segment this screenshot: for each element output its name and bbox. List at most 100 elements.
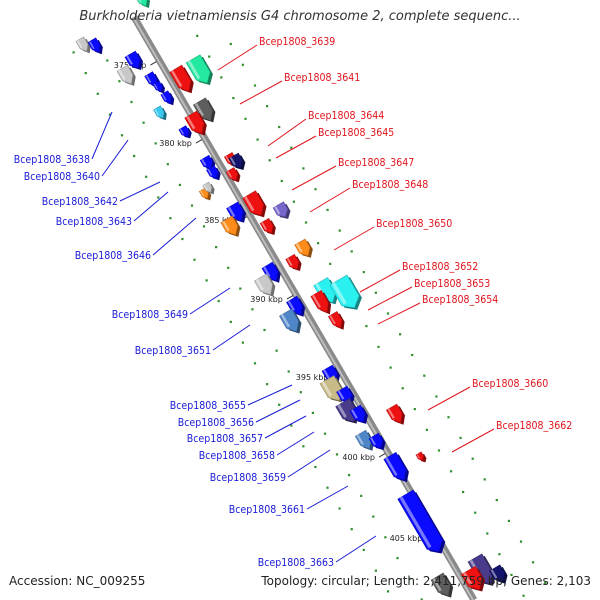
gene-feature[interactable] bbox=[286, 295, 306, 317]
gene-feature[interactable] bbox=[135, 0, 150, 8]
gene-label-left[interactable]: Bcep1808_3646 bbox=[75, 250, 151, 262]
gene-label-right[interactable]: Bcep1808_3660 bbox=[472, 378, 548, 390]
gene-feature[interactable] bbox=[259, 217, 276, 235]
gene-feature[interactable] bbox=[253, 273, 276, 297]
gene-label-left[interactable]: Bcep1808_3657 bbox=[187, 433, 263, 445]
gene-feature[interactable] bbox=[225, 167, 241, 183]
gene-feature[interactable] bbox=[178, 125, 192, 139]
gene-feature-body bbox=[294, 238, 311, 257]
gene-feature[interactable] bbox=[279, 308, 302, 334]
gene-feature[interactable] bbox=[294, 238, 313, 258]
guide-dot bbox=[292, 200, 295, 203]
gene-feature[interactable] bbox=[385, 403, 405, 425]
gene-feature[interactable] bbox=[185, 54, 213, 85]
gene-feature[interactable] bbox=[242, 190, 267, 218]
guide-dot bbox=[157, 196, 160, 199]
gene-label-right[interactable]: Bcep1808_3645 bbox=[318, 127, 394, 139]
gene-feature[interactable] bbox=[329, 274, 362, 310]
gene-feature-highlight bbox=[462, 572, 473, 586]
gene-label-left[interactable]: Bcep1808_3658 bbox=[199, 450, 275, 462]
gene-feature-body bbox=[253, 273, 273, 296]
gene-feature[interactable] bbox=[116, 64, 136, 86]
gene-feature-highlight bbox=[280, 314, 291, 328]
gene-label-left[interactable]: Bcep1808_3663 bbox=[258, 557, 334, 569]
guide-dot bbox=[311, 411, 314, 414]
gene-label-left[interactable]: Bcep1808_3649 bbox=[112, 309, 188, 321]
gene-feature-body bbox=[285, 253, 300, 270]
guide-dot bbox=[275, 349, 278, 352]
gene-feature[interactable] bbox=[184, 110, 207, 136]
leader-line bbox=[119, 181, 161, 202]
gene-label-left[interactable]: Bcep1808_3638 bbox=[14, 154, 90, 166]
gene-label-right[interactable]: Bcep1808_3653 bbox=[414, 278, 490, 290]
gene-feature[interactable] bbox=[430, 572, 454, 598]
gene-feature[interactable] bbox=[153, 105, 167, 121]
gene-feature-highlight bbox=[199, 190, 205, 197]
gene-label-right[interactable]: Bcep1808_3639 bbox=[259, 36, 335, 48]
guide-dot bbox=[450, 470, 453, 473]
gene-label-right[interactable]: Bcep1808_3650 bbox=[376, 218, 452, 230]
guide-dot bbox=[411, 353, 414, 357]
guide-dot bbox=[133, 154, 136, 158]
gene-label-right[interactable]: Bcep1808_3662 bbox=[496, 420, 572, 432]
gene-feature[interactable] bbox=[220, 215, 241, 237]
gene-feature[interactable] bbox=[368, 432, 386, 451]
gene-feature-body bbox=[160, 90, 172, 104]
gene-label-left[interactable]: Bcep1808_3651 bbox=[135, 345, 211, 357]
gene-feature-highlight bbox=[331, 282, 347, 305]
gene-feature[interactable] bbox=[228, 152, 246, 170]
gene-label-left[interactable]: Bcep1808_3642 bbox=[42, 196, 118, 208]
gene-label-left[interactable]: Bcep1808_3643 bbox=[56, 216, 132, 228]
leader-line bbox=[217, 44, 258, 71]
gene-feature[interactable] bbox=[272, 201, 291, 219]
gene-feature[interactable] bbox=[336, 385, 355, 405]
guide-dot bbox=[435, 395, 438, 398]
gene-feature[interactable] bbox=[152, 80, 165, 94]
gene-feature[interactable] bbox=[226, 201, 247, 223]
guide-dot bbox=[372, 515, 375, 518]
gene-label-left[interactable]: Bcep1808_3640 bbox=[24, 171, 100, 183]
gene-feature[interactable] bbox=[75, 36, 91, 54]
guide-dot bbox=[420, 598, 423, 600]
gene-feature[interactable] bbox=[160, 90, 175, 106]
gene-label-right[interactable]: Bcep1808_3647 bbox=[338, 157, 414, 169]
gene-label-left[interactable]: Bcep1808_3659 bbox=[210, 472, 286, 484]
gene-feature[interactable] bbox=[261, 261, 281, 283]
gene-feature[interactable] bbox=[397, 489, 446, 554]
guide-dot bbox=[302, 445, 305, 448]
gene-feature[interactable] bbox=[383, 451, 409, 483]
guide-dot bbox=[241, 341, 244, 344]
gene-label-left[interactable]: Bcep1808_3655 bbox=[170, 400, 246, 412]
label-leader-lines bbox=[91, 44, 495, 563]
gene-label-right[interactable]: Bcep1808_3652 bbox=[402, 261, 478, 273]
gene-feature[interactable] bbox=[327, 311, 345, 330]
gene-label-left[interactable]: Bcep1808_3656 bbox=[178, 417, 254, 429]
guide-dot bbox=[106, 59, 109, 62]
gene-label-right[interactable]: Bcep1808_3648 bbox=[352, 179, 428, 191]
gene-feature[interactable] bbox=[415, 451, 427, 463]
guide-dot bbox=[239, 287, 242, 290]
gene-feature[interactable] bbox=[354, 429, 374, 451]
guide-dot bbox=[362, 271, 365, 274]
gene-feature[interactable] bbox=[202, 181, 215, 195]
gene-feature-highlight bbox=[337, 404, 347, 418]
gene-feature[interactable] bbox=[489, 564, 508, 584]
gene-label-right[interactable]: Bcep1808_3654 bbox=[422, 294, 498, 306]
guide-dot bbox=[314, 188, 317, 191]
gene-feature[interactable] bbox=[124, 50, 143, 70]
gene-label-right[interactable]: Bcep1808_3641 bbox=[284, 72, 360, 84]
gene-feature-highlight bbox=[225, 155, 231, 163]
gene-feature[interactable] bbox=[349, 404, 368, 424]
gene-feature[interactable] bbox=[285, 253, 302, 271]
guide-dot bbox=[193, 258, 196, 261]
gene-feature[interactable] bbox=[460, 565, 486, 592]
gene-label-left[interactable]: Bcep1808_3661 bbox=[229, 504, 305, 516]
gene-feature-highlight bbox=[88, 41, 95, 50]
gene-label-right[interactable]: Bcep1808_3644 bbox=[308, 110, 384, 122]
guide-dot bbox=[486, 532, 489, 535]
gene-feature[interactable] bbox=[206, 165, 221, 181]
gene-feature[interactable] bbox=[87, 37, 103, 55]
gene-feature[interactable] bbox=[169, 64, 194, 94]
guide-dot bbox=[384, 536, 387, 539]
gene-feature[interactable] bbox=[310, 289, 332, 315]
